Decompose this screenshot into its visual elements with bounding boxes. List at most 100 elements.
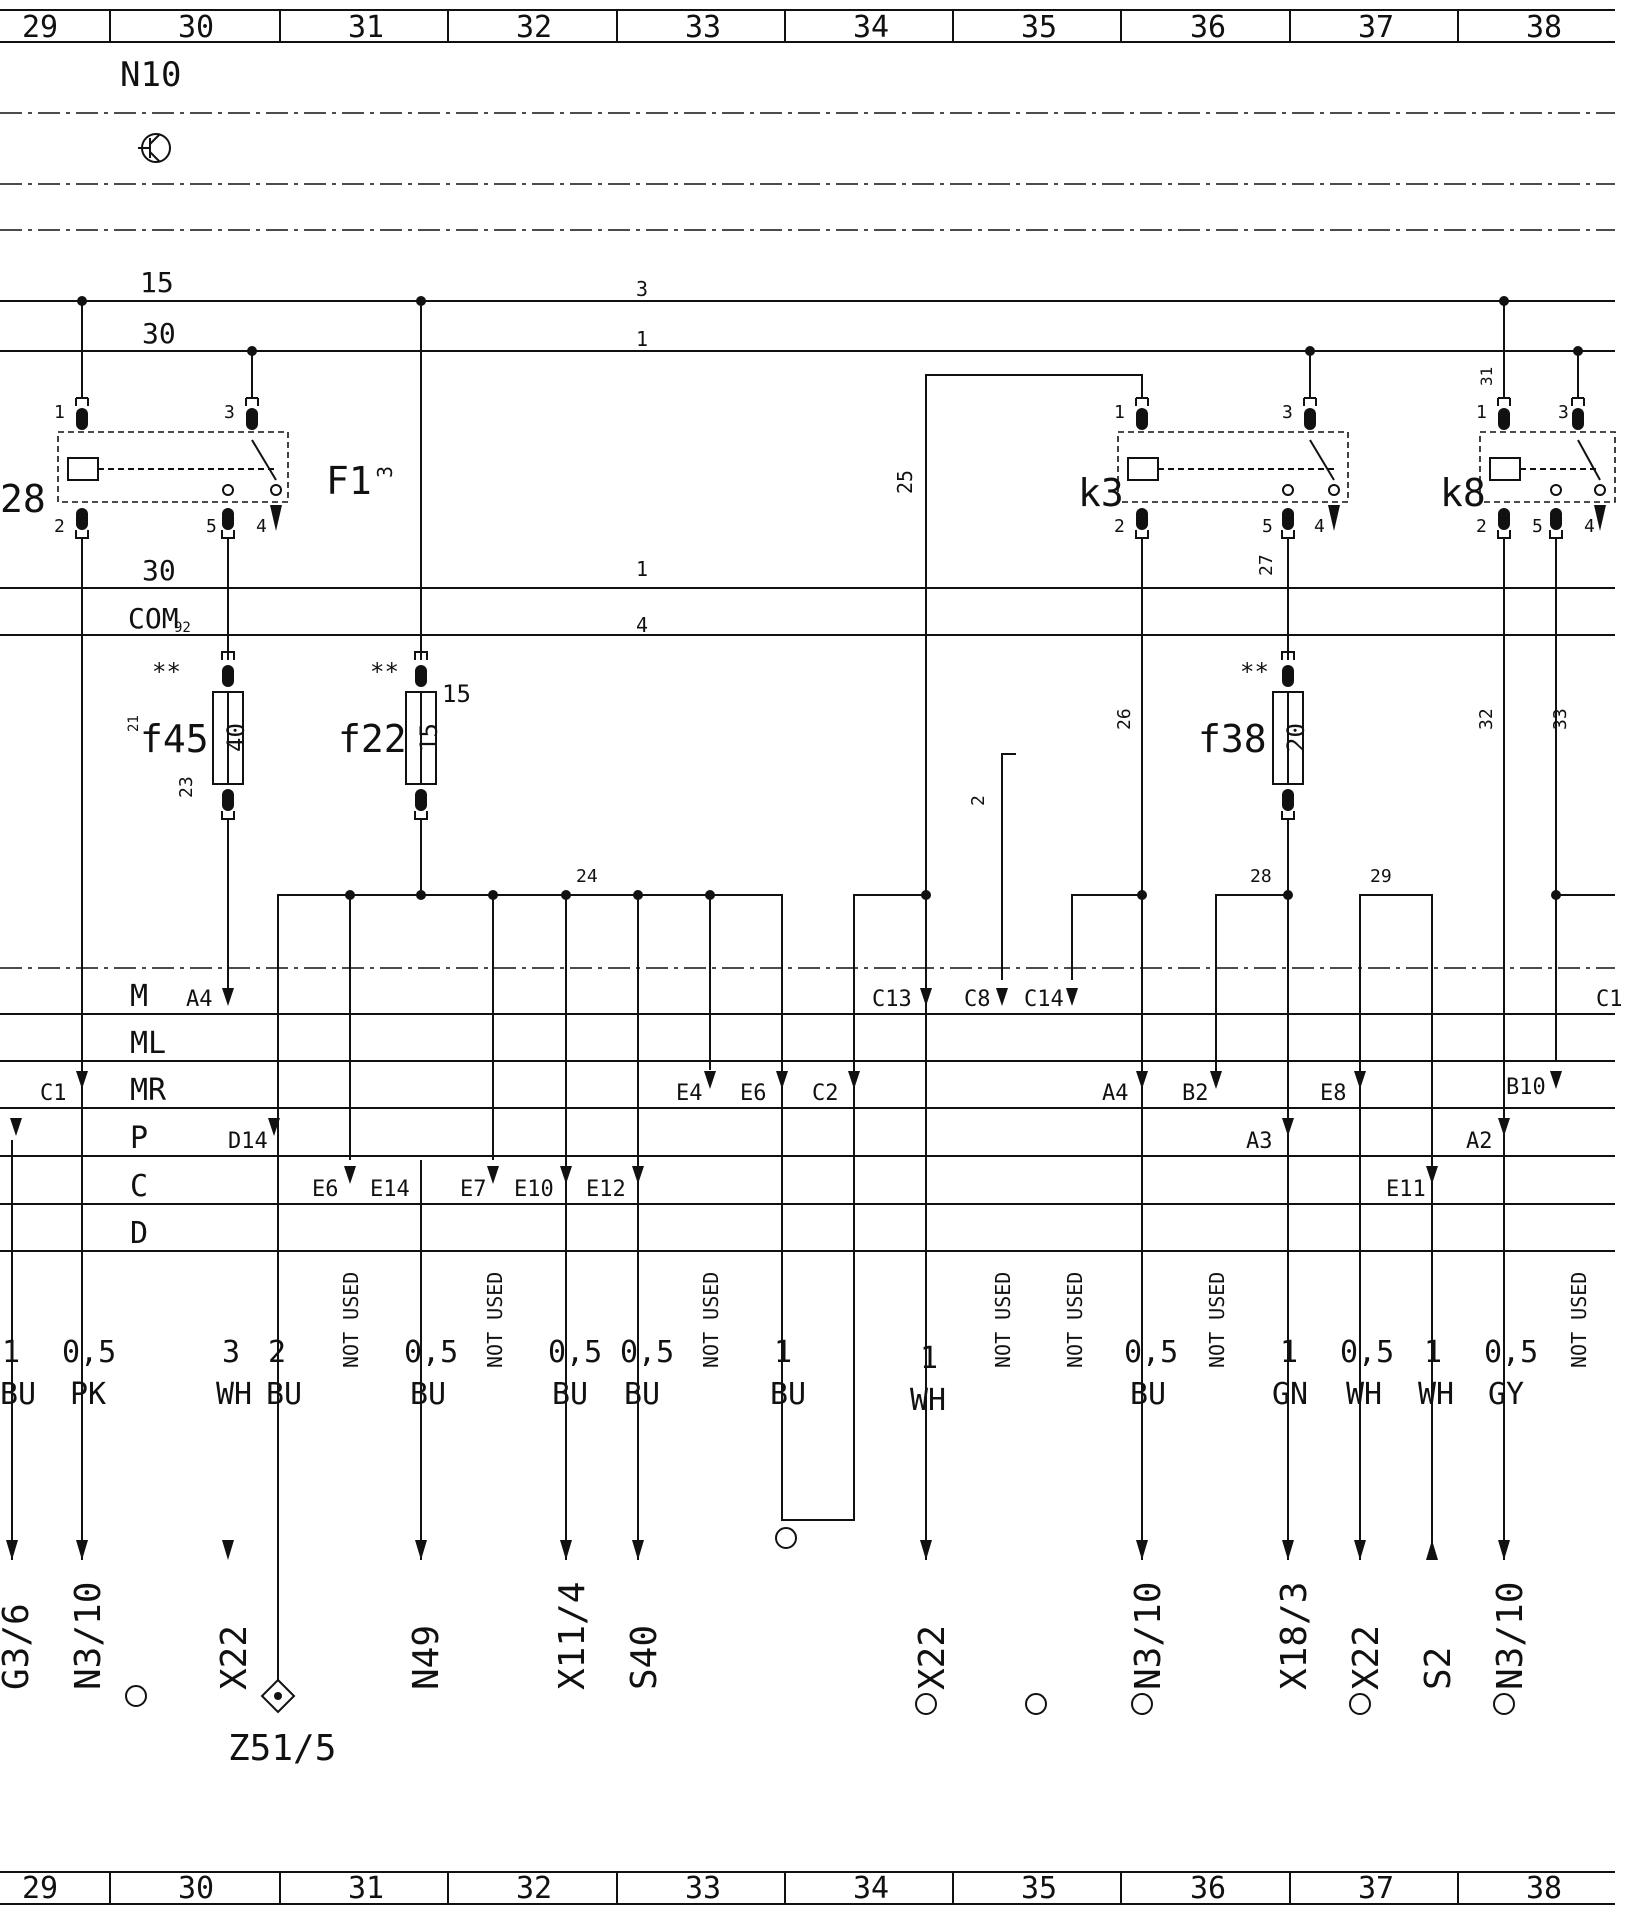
wire-color: BU [1130,1377,1166,1412]
bus-label-15: 15 [140,266,174,299]
wire-size: 1 [774,1335,792,1370]
relay-left-pin-1: 1 [54,402,65,423]
destination-label: S40 [624,1625,665,1690]
relay-k8: k8 31 1 2 3 4 5 32 33 [1440,301,1616,1560]
not-used-label: NOT USED [1063,1272,1087,1368]
relay-k8-name: k8 [1440,471,1486,515]
harness-row-C: C [130,1169,148,1204]
fuse-f38-rating: 20 [1282,723,1310,752]
ruler-bottom-35: 35 [1021,1871,1057,1906]
relay-k8-pin-2: 2 [1476,516,1487,537]
ruler-bottom-33: 33 [685,1871,721,1906]
connector-A2: A2 [1466,1129,1493,1154]
wire-number-32: 32 [1476,708,1497,730]
destination-label: X18/3 [1274,1582,1315,1690]
header-component-label: N10 [120,55,181,95]
relay-k3-name: k3 [1078,471,1124,515]
ruler-top-37: 37 [1358,10,1394,45]
connector-E10: E10 [514,1177,554,1202]
fuse-f22-rating: 15 [415,723,443,752]
connector-E6-mr: E6 [740,1081,767,1106]
bus-label-com: COM [128,602,179,635]
destination-label: X22 [1346,1625,1387,1690]
ruler-top-34: 34 [853,10,889,45]
destination-label: X11/4 [552,1582,593,1690]
not-used-label: NOT USED [339,1272,363,1368]
wire-size: 0,5 [548,1335,602,1370]
relay-left-pin-5: 5 [206,516,217,537]
bus-wire-1: 1 [636,327,648,351]
connector-A4: A4 [186,987,213,1012]
relay-k8-pin-1: 1 [1476,402,1487,423]
ruler-bottom-30: 30 [178,1871,214,1906]
distribution-bus: 24 2 28 29 [277,753,1615,1560]
ruler-top-30: 30 [178,10,214,45]
connector-C1-right: C1 [1596,987,1623,1012]
top-ruler: 29 30 31 32 33 34 35 36 37 38 [0,9,1615,45]
wire-number-33: 33 [1550,708,1571,730]
destination-label: S2 [1418,1647,1459,1690]
relay-left-pin-3: 3 [224,402,235,423]
ruler-bottom-31: 31 [348,1871,384,1906]
ruler-top-33: 33 [685,10,721,45]
connector-C14: C14 [1024,987,1064,1012]
relay-k3-pin-3: 3 [1282,402,1293,423]
wire-size: 1 [1280,1335,1298,1370]
relay-F1-name: F1 [326,459,372,503]
not-used-label: NOT USED [991,1272,1015,1368]
ground-label: Z51/5 [228,1728,336,1769]
destination-label: X22 [912,1625,953,1690]
ruler-top-38: 38 [1526,10,1562,45]
connector-E12: E12 [586,1177,626,1202]
connector-C8: C8 [964,987,991,1012]
wire-color: BU [770,1377,806,1412]
wire-size: 1 [920,1341,938,1376]
wire-color: BU [624,1377,660,1412]
ruler-bottom-36: 36 [1190,1871,1226,1906]
ruler-bottom-38: 38 [1526,1871,1562,1906]
wire-color: WH [910,1383,946,1418]
harness-row-P: P [130,1121,148,1156]
connector-A3: A3 [1246,1129,1273,1154]
destination-label: N3/10 [1490,1582,1531,1690]
bus-label-com-sub: 92 [174,620,191,636]
connector-E6-c: E6 [312,1177,339,1202]
wire-number-24: 24 [576,866,598,887]
relay-k8-pin-5: 5 [1532,516,1543,537]
ruler-top-32: 32 [516,10,552,45]
wire-specs: 1 BU 0,5 PK 3 WH 2 BU 0,5 BU 0,5 BU 0,5 … [0,1335,1538,1418]
fuse-f22-mark: ** [370,658,399,686]
connector-E4: E4 [676,1081,703,1106]
destination-label: X22 [214,1625,255,1690]
not-used-label: NOT USED [1567,1272,1591,1368]
harness-row-D: D [130,1216,148,1251]
harness-row-M: M [130,979,148,1014]
wire-color: GN [1272,1377,1308,1412]
relay-left-pin-2: 2 [54,516,65,537]
fuse-f38-name: f38 [1198,717,1267,761]
fuse-f22: ** 15 f22 15 [338,651,471,895]
bus-wire-1-mid: 1 [636,557,648,581]
destination-label: N49 [406,1625,447,1690]
fuse-f22-name: f22 [338,717,407,761]
connector-D14: D14 [228,1129,268,1154]
connector-B2: B2 [1182,1081,1209,1106]
wire-color: WH [1418,1377,1454,1412]
fuse-f22-side: 15 [442,680,471,708]
relay-k8-pin-3: 3 [1558,402,1569,423]
wire-color: PK [70,1377,106,1412]
bus-wire-4: 4 [636,613,648,637]
wire-number-25: 25 [893,470,917,494]
wire-color: BU [410,1377,446,1412]
relay-left-name: 28 [0,477,46,521]
bottom-ruler: 29 30 31 32 33 34 35 36 37 38 [0,1871,1615,1906]
fuse-f38: ** f38 20 [1198,651,1310,1560]
connector-E14: E14 [370,1177,410,1202]
harness-rows: M ML MR P C D [0,967,1615,1252]
power-bus: 15 30 30 COM 92 3 1 1 4 [0,266,1615,637]
wire-size: 0,5 [1124,1335,1178,1370]
not-used-labels: NOT USED NOT USED NOT USED NOT USED NOT … [339,1272,1591,1368]
connector-B10: B10 [1506,1075,1546,1100]
harness-row-MR: MR [130,1073,167,1108]
